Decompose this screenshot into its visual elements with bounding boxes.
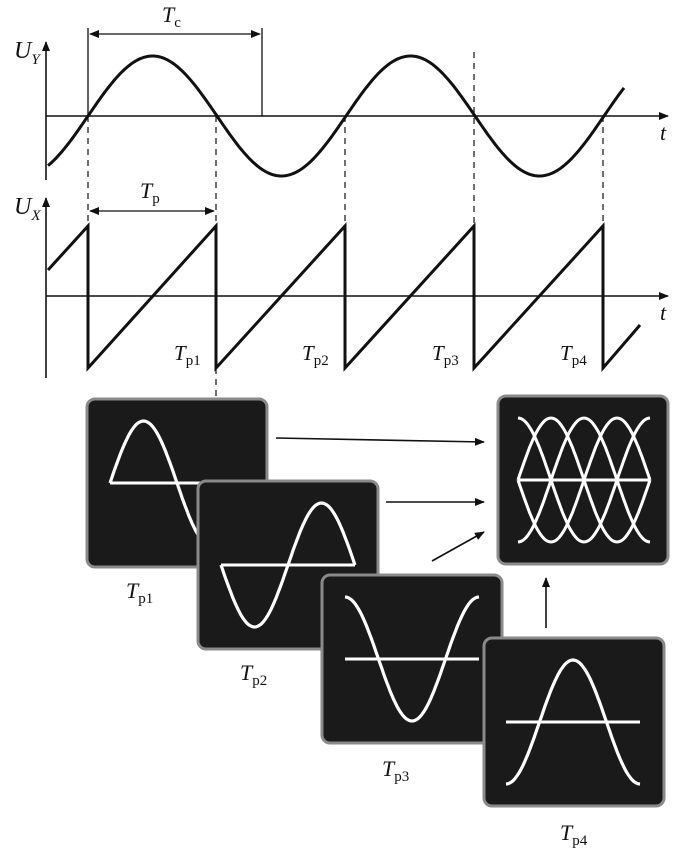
screen-caption-2: Tp2	[240, 660, 267, 689]
screen-caption-3: Tp3	[382, 756, 409, 785]
t-axis-label-bottom: t	[660, 300, 667, 325]
screen-trace	[517, 416, 651, 544]
sweep-label-4: Tp4	[560, 341, 587, 369]
sweep-label-1: Tp1	[174, 341, 201, 369]
t-axis-label-top: t	[660, 120, 667, 145]
tp-label: Tp	[140, 178, 160, 207]
arrow-icon	[431, 531, 485, 562]
screen-trace	[344, 595, 480, 723]
ux-panel: UX t Tp Tp1 Tp2 Tp3 Tp4	[14, 178, 669, 378]
screen-combined	[496, 394, 670, 566]
screen-trace	[516, 416, 652, 544]
combine-arrows	[275, 437, 550, 628]
sweep-label-2: Tp2	[302, 341, 329, 369]
tc-label: Tc	[162, 2, 181, 31]
screen-trace	[517, 416, 651, 544]
screen-caption-1: Tp1	[126, 578, 153, 607]
screen-trace	[505, 658, 641, 786]
ux-sawtooth-wave	[46, 222, 642, 373]
screen-trace	[219, 501, 357, 629]
uy-label: UY	[14, 38, 41, 68]
uy-panel: UY t Tc	[14, 2, 669, 180]
screen-caption-4: Tp4	[560, 820, 588, 849]
sweep-label-3: Tp3	[432, 341, 459, 369]
uy-sine-wave	[47, 54, 626, 178]
arrow-icon	[275, 437, 485, 446]
screen-tp4	[482, 636, 666, 808]
ux-label: UX	[14, 194, 41, 224]
sync-dashed-lines	[87, 52, 604, 398]
screen-tp3	[320, 573, 504, 745]
